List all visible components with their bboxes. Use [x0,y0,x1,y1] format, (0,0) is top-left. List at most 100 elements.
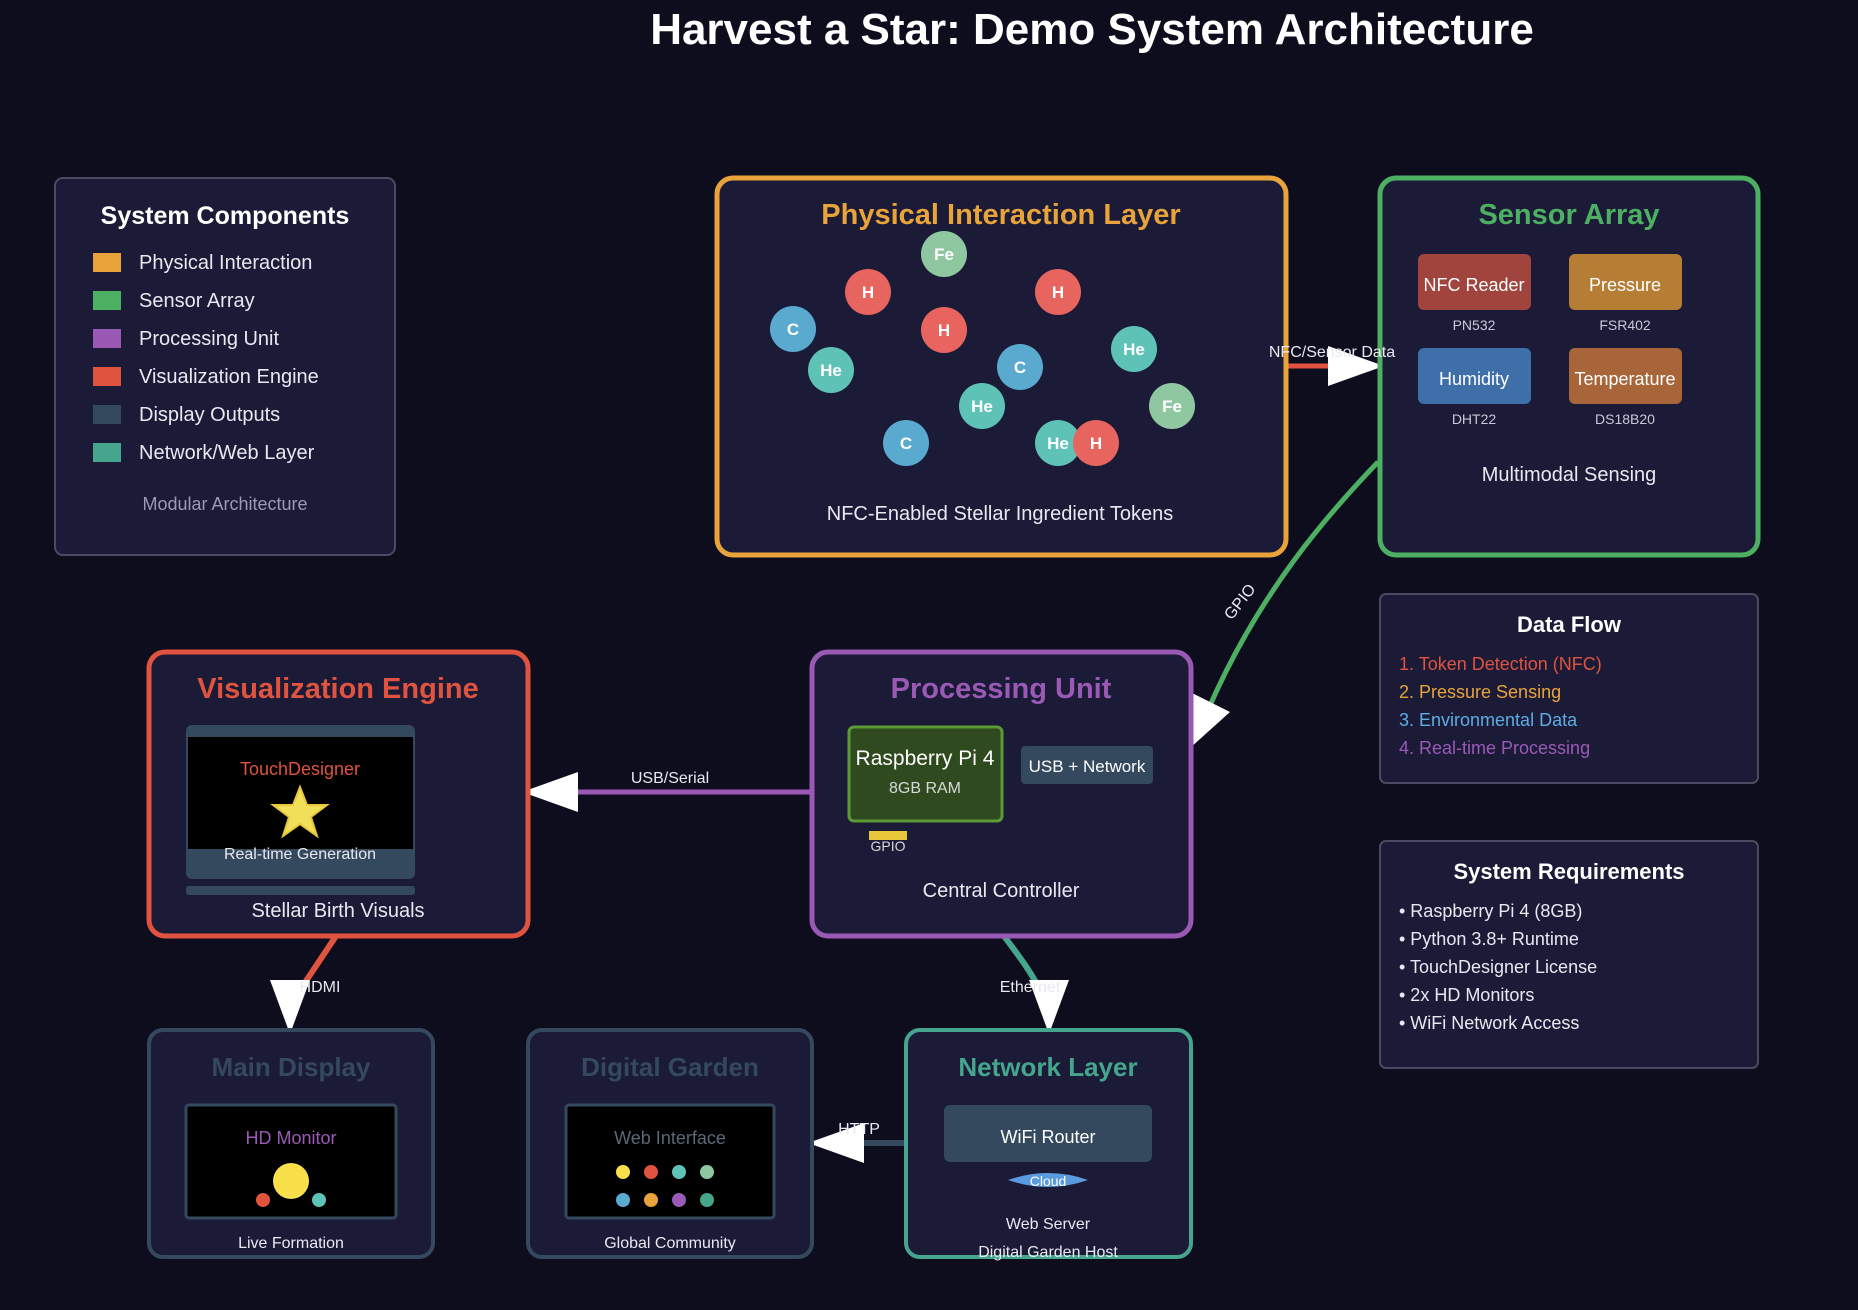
hd-monitor-screen [184,1103,398,1220]
sensor-name: Humidity [1439,369,1509,389]
gpio-label: GPIO [870,838,905,854]
sensor-title: Sensor Array [1478,199,1659,231]
star-icon [270,784,330,839]
data-flow-step: 1. Token Detection (NFC) [1399,654,1602,674]
garden-star-dot [700,1165,714,1179]
raspberry-pi-board [847,725,1004,823]
sensor-model: DS18B20 [1595,411,1655,427]
sensor-model: PN532 [1453,317,1496,333]
main-display-caption: Live Formation [238,1235,344,1252]
requirement-item: • Python 3.8+ Runtime [1399,929,1579,949]
garden-star-dot [616,1165,630,1179]
ports-label: USB + Network [1029,757,1146,776]
token-label: He [1047,434,1069,453]
web-interface-screen [564,1103,776,1220]
usb-serial-arrow-icon [522,772,578,812]
token-label: H [862,283,874,302]
gpio-line [1205,460,1380,711]
nfc-sensor-arrow-icon [1328,346,1384,386]
cloud-icon [1008,1173,1088,1187]
touchdesigner-label: TouchDesigner [240,759,360,779]
sensor-model: FSR402 [1599,317,1651,333]
token-label: Fe [1162,397,1182,416]
garden-star-dot [672,1193,686,1207]
token-label: H [1052,283,1064,302]
token-label: C [1014,358,1026,377]
page-title: Harvest a Star: Demo System Architecture [650,5,1534,54]
garden-star-dot [672,1165,686,1179]
sensor-name: Pressure [1589,275,1661,295]
sensor-name: Temperature [1574,369,1675,389]
legend-swatch [93,443,121,462]
data-flow-steps: 1. Token Detection (NFC) 2. Pressure Sens… [1399,654,1602,758]
ram-label: 8GB RAM [889,780,961,797]
legend-swatch [93,291,121,310]
requirement-item: • WiFi Network Access [1399,1013,1579,1033]
hd-monitor-label: HD Monitor [245,1128,336,1148]
element-token: He [808,347,854,393]
raspberry-pi-label: Raspberry Pi 4 [856,747,995,770]
visualization-title: Visualization Engine [197,673,478,705]
garden-caption: Global Community [604,1235,736,1252]
ethernet-label: Ethernet [1000,979,1061,996]
web-interface-label: Web Interface [614,1128,726,1148]
token-label: He [1123,340,1145,359]
realtime-label: Real-time Generation [224,846,376,863]
digital-garden-box: Digital Garden Web Interface Global Comm… [526,1028,814,1259]
requirement-item: • TouchDesigner License [1399,957,1597,977]
legend-item-label: Sensor Array [139,290,255,312]
visualization-caption: Stellar Birth Visuals [251,900,424,922]
data-flow-step: 3. Environmental Data [1399,710,1578,730]
processing-unit-box: Processing Unit Raspberry Pi 4 8GB RAM G… [809,649,1194,939]
legend-title: System Components [101,202,350,230]
element-token: H [1073,420,1119,466]
legend-item-label: Network/Web Layer [139,442,315,464]
visualization-engine-box: Visualization Engine TouchDesigner Real-… [146,649,531,939]
element-token: H [845,269,891,315]
router-label: WiFi Router [1000,1127,1095,1147]
legend-swatch [93,253,121,272]
token-label: H [938,321,950,340]
element-token: He [1035,420,1081,466]
network-layer-box: Network Layer WiFi Router Cloud Web Serv… [904,1028,1193,1261]
sensor-caption: Multimodal Sensing [1482,464,1657,486]
planet-teal-icon [312,1193,326,1207]
requirements-panel: System Requirements • Raspberry Pi 4 (8G… [1379,840,1759,1069]
main-display-box: Main Display HD Monitor Live Formation [147,1028,435,1259]
planet-red-icon [256,1193,270,1207]
element-token: Fe [1149,383,1195,429]
ports-box [1021,746,1153,784]
data-flow-title: Data Flow [1517,612,1622,637]
garden-title: Digital Garden [581,1052,759,1082]
legend-footer: Modular Architecture [142,494,307,514]
token-label: C [787,320,799,339]
http-label: HTTP [838,1121,880,1138]
data-flow-step: 4. Real-time Processing [1399,738,1590,758]
usb-serial-label: USB/Serial [631,770,709,787]
network-title: Network Layer [958,1052,1137,1082]
element-token: C [997,344,1043,390]
requirement-item: • 2x HD Monitors [1399,985,1534,1005]
token-label: Fe [934,245,954,264]
sensor-model: DHT22 [1452,411,1497,427]
legend-swatch [93,405,121,424]
element-token: H [1035,269,1081,315]
data-flow-step: 2. Pressure Sensing [1399,682,1561,702]
legend-swatch [93,367,121,386]
hdmi-label: HDMI [300,979,341,996]
element-token: He [1111,326,1157,372]
token-label: He [971,397,993,416]
token-label: H [1090,434,1102,453]
element-token: Fe [921,231,967,277]
legend-item-label: Physical Interaction [139,252,312,274]
element-token: H [921,307,967,353]
requirement-item: • Raspberry Pi 4 (8GB) [1399,901,1582,921]
